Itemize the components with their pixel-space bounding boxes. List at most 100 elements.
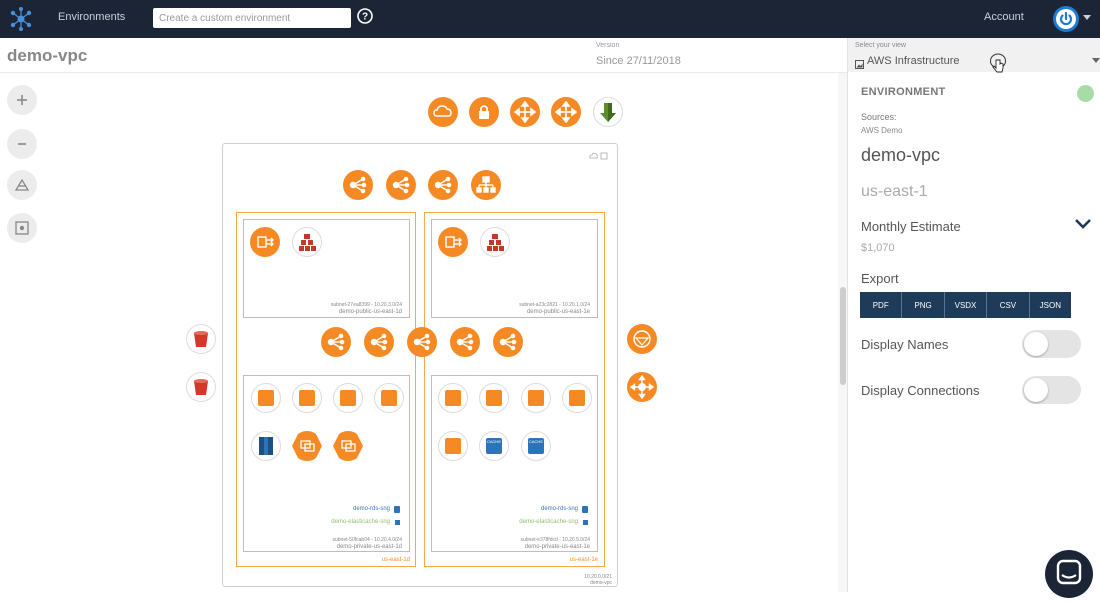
elb-icon[interactable] — [407, 327, 437, 357]
view-select[interactable] — [848, 38, 1100, 72]
export-pdf-button[interactable]: PDF — [860, 292, 903, 318]
chat-launcher-button[interactable] — [1045, 550, 1093, 598]
ec2-instance-icon[interactable] — [438, 431, 468, 461]
s3-bucket-icon[interactable] — [186, 372, 216, 402]
elb-icon[interactable] — [386, 170, 416, 200]
elb-icon[interactable] — [343, 170, 373, 200]
rds-database-icon[interactable] — [251, 431, 281, 461]
rds-sng-b-icon — [582, 506, 588, 513]
cloudfront-icon[interactable] — [428, 97, 458, 127]
route-icon[interactable] — [627, 372, 657, 402]
toggle-knob — [1024, 332, 1048, 356]
ec2-instance-icon[interactable] — [562, 383, 592, 413]
sources-label: Sources: — [861, 112, 897, 122]
status-indicator — [1077, 85, 1094, 102]
ec2-instance-icon[interactable] — [521, 383, 551, 413]
az-b-label: us-east-1e — [569, 557, 598, 563]
version-value[interactable]: Since 27/11/2018 — [596, 55, 681, 67]
fit-screen-icon — [15, 221, 29, 235]
export-button-group: PDF PNG VSDX CSV JSON — [860, 292, 1072, 318]
iam-lock-icon[interactable] — [469, 97, 499, 127]
elasticache-node-icon[interactable]: CACHE — [479, 431, 509, 461]
availability-zone-a[interactable] — [236, 212, 416, 567]
account-dropdown-caret-icon[interactable] — [1083, 15, 1091, 20]
ec2-instance-icon[interactable] — [251, 383, 281, 413]
nat-gateway-icon[interactable] — [438, 227, 468, 257]
ec2-container-icon[interactable] — [292, 227, 322, 257]
cache-label: CACHE — [486, 438, 502, 454]
az-a-label: us-east-1d — [381, 557, 410, 563]
public-subnet-b-name: demo-public-us-east-1e — [526, 309, 590, 315]
elb-icon[interactable] — [364, 327, 394, 357]
rds-sng-a-icon — [394, 506, 400, 513]
public-subnet-a-name: demo-public-us-east-1d — [338, 309, 402, 315]
elasticache-sng-a-icon — [395, 520, 400, 525]
power-avatar-icon[interactable] — [1053, 6, 1079, 32]
ec2-instance-icon[interactable] — [333, 383, 363, 413]
private-subnet-b-id: subnet-e378fdcd - 10.20.5.0/24 — [520, 537, 591, 543]
environment-heading: ENVIRONMENT — [861, 86, 946, 98]
export-vsdx-button[interactable]: VSDX — [944, 292, 988, 318]
export-png-button[interactable]: PNG — [902, 292, 945, 318]
zoom-out-button[interactable] — [7, 129, 37, 159]
rds-sng-b: demo-rds-sng — [540, 506, 578, 512]
move-icon[interactable] — [551, 97, 581, 127]
export-json-button[interactable]: JSON — [1029, 292, 1072, 318]
elasticache-sng-b: demo-elasticache-sng — [519, 519, 578, 525]
elb-icon[interactable] — [450, 327, 480, 357]
display-connections-toggle[interactable] — [1022, 376, 1081, 404]
elasticache-sng-b-icon — [583, 520, 588, 525]
workspace-icon[interactable] — [333, 431, 363, 461]
elb-icon[interactable] — [321, 327, 351, 357]
vpc-container[interactable] — [222, 143, 618, 587]
sources-value: AWS Demo — [861, 126, 903, 135]
vpc-cloud-icon — [588, 147, 610, 165]
export-label: Export — [861, 271, 899, 286]
private-subnet-a-id: subnet-50fcab04 - 10.20.4.0/24 — [332, 537, 403, 543]
network-logo-icon[interactable] — [8, 6, 34, 32]
elb-icon[interactable] — [493, 327, 523, 357]
fit-screen-button[interactable] — [7, 213, 37, 243]
elasticache-node-icon[interactable]: CACHE — [521, 431, 551, 461]
nat-gateway-icon[interactable] — [250, 227, 280, 257]
chevron-down-icon[interactable] — [1074, 217, 1092, 235]
chat-icon — [1056, 559, 1082, 585]
nav-environments-link[interactable]: Environments — [58, 11, 126, 23]
ec2-instance-icon[interactable] — [479, 383, 509, 413]
vpc-cidr: 10.20.0.0/21 — [584, 574, 612, 580]
workspace-icon[interactable] — [292, 431, 322, 461]
vpc-name: demo-vpc — [861, 145, 941, 165]
auto-scaling-icon[interactable] — [471, 170, 501, 200]
custom-environment-input[interactable] — [153, 8, 351, 28]
view-select-value[interactable]: AWS Infrastructure — [867, 55, 960, 67]
public-subnet-a-id: subnet-27ea8399 - 10.20.3.0/24 — [330, 302, 402, 308]
layout-button[interactable] — [7, 170, 37, 200]
download-s3-icon[interactable] — [593, 97, 623, 127]
account-link[interactable]: Account — [984, 11, 1024, 23]
zoom-in-icon — [17, 95, 27, 105]
view-select-label: Select your view — [855, 42, 906, 49]
chevron-down-icon[interactable] — [1092, 58, 1100, 63]
canvas-scrollbar-thumb[interactable] — [840, 287, 846, 385]
monthly-estimate-label[interactable]: Monthly Estimate — [861, 219, 961, 234]
private-subnet-b-name: demo-private-us-east-1e — [524, 544, 590, 550]
header-divider — [0, 72, 847, 73]
help-circle-icon[interactable]: ? — [357, 8, 373, 24]
page-title: demo-vpc — [7, 46, 88, 65]
move-icon[interactable] — [510, 97, 540, 127]
ec2-container-icon[interactable] — [480, 227, 510, 257]
internet-gateway-icon[interactable] — [627, 324, 657, 354]
availability-zone-b[interactable] — [424, 212, 605, 567]
s3-bucket-icon[interactable] — [186, 324, 216, 354]
elb-icon[interactable] — [428, 170, 458, 200]
display-names-toggle[interactable] — [1022, 330, 1081, 358]
hand-cursor-icon — [989, 52, 1007, 79]
monthly-estimate-value: $1,070 — [861, 242, 895, 254]
zoom-in-button[interactable] — [7, 85, 37, 115]
ec2-instance-icon[interactable] — [374, 383, 404, 413]
toggle-knob — [1024, 378, 1048, 402]
ec2-instance-icon[interactable] — [292, 383, 322, 413]
ec2-instance-icon[interactable] — [438, 383, 468, 413]
export-csv-button[interactable]: CSV — [987, 292, 1030, 318]
version-label: Version — [596, 42, 620, 49]
